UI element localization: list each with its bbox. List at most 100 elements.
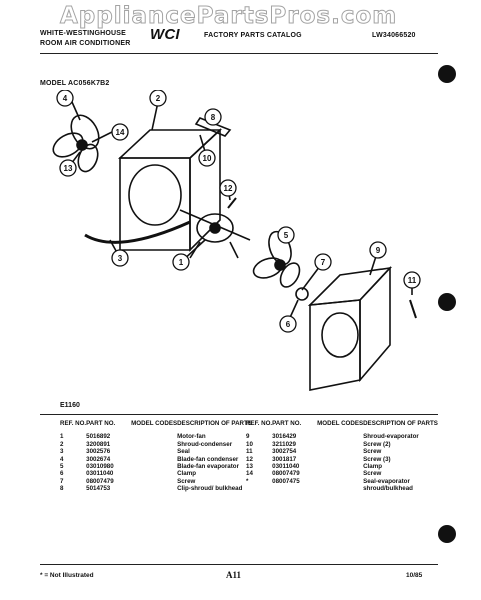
part-number: 03010980 [86,463,114,471]
callout-7: 7 [314,253,332,271]
screw-12-drawing [227,197,237,209]
svg-text:7: 7 [321,258,326,267]
part-description: Shroud-condenser [177,440,233,448]
part-ref-no: 10 [246,440,253,448]
part-number: 5014753 [86,485,111,493]
svg-text:14: 14 [116,128,125,137]
part-ref-no: 4 [60,455,64,463]
part-description: Seal-evaporator shroud/bulkhead [363,477,413,493]
part-description: Screw [363,448,382,456]
model-codes [131,478,177,485]
model-codes [131,448,177,455]
svg-text:1: 1 [179,258,184,267]
part-description: Shroud-evaporator [363,433,419,441]
part-ref-no: 9 [246,433,250,441]
condenser-shroud-opening [128,164,182,226]
col-ref-no: REF. NO. [60,420,87,427]
part-description: Clip-shroud/ bulkhead [177,485,243,493]
part-number: 3002754 [272,448,297,456]
model-codes [131,463,177,470]
brand-name: WHITE-WESTINGHOUSE [40,30,127,37]
col-ref-no: REF. NO. [246,420,273,427]
binder-hole-middle [438,293,456,311]
model-codes [317,456,363,463]
part-description: Clamp [177,470,197,478]
model-codes [317,478,363,493]
part-row: 11 3002754 Screw [246,448,438,455]
part-ref-no: 12 [246,455,253,463]
evaporator-blade-drawing [252,230,309,301]
table-divider [40,414,438,415]
parts-table-left: REF. NO. PART NO. MODEL CODES DESCRIPTIO… [60,420,252,493]
evaporator-shroud-side [359,265,391,383]
part-ref-no: 14 [246,470,253,478]
part-number: 3211029 [272,440,296,448]
part-number: 3001817 [272,455,297,463]
callout-9: 9 [369,241,387,259]
part-description: Screw (2) [363,440,391,448]
part-row: 14 08007479 Screw [246,470,438,477]
callout-6: 6 [279,315,297,333]
part-number: 3016429 [272,433,297,441]
part-description: Screw [363,470,382,478]
svg-text:3: 3 [118,254,123,263]
callout-14: 14 [111,123,129,141]
watermark: AppliancePartsPros.com [59,3,398,30]
model-codes [131,470,177,477]
part-ref-no: 13 [246,463,253,471]
svg-text:4: 4 [63,94,68,103]
part-number: 3002576 [86,448,111,456]
callout-2: 2 [149,90,167,107]
model-codes [131,433,177,440]
svg-text:11: 11 [408,276,417,285]
svg-text:12: 12 [224,184,233,193]
part-ref-no: 1 [60,433,64,441]
condenser-blade-drawing [52,114,100,173]
part-number: 08007475 [272,477,300,485]
svg-text:9: 9 [376,246,381,255]
callout-1: 1 [172,253,190,271]
part-number: 08007479 [272,470,300,478]
part-ref-no: 11 [246,448,253,456]
part-description: Clamp [363,463,383,471]
model-codes [131,485,177,492]
catalog-title: FACTORY PARTS CATALOG [204,32,302,39]
part-ref-no: 5 [60,463,64,471]
evaporator-shroud-top [307,266,393,307]
callout-5: 5 [277,226,295,244]
svg-text:10: 10 [203,154,212,163]
part-description: Blade-fan condenser [177,455,239,463]
model-codes [131,441,177,448]
model-codes [317,463,363,470]
part-description: Screw [177,477,196,485]
model-codes [317,448,363,455]
part-description: Motor-fan [177,433,206,441]
condenser-shroud-side [189,128,221,252]
page-number: A11 [226,570,242,580]
part-description: Seal [177,448,190,456]
svg-text:5: 5 [284,231,289,240]
part-row: 9 3016429 Shroud-evaporator [246,433,438,440]
part-number: 03011040 [272,463,300,471]
callout-11: 11 [403,271,421,289]
svg-text:6: 6 [286,320,291,329]
drawing-code: E1160 [60,402,80,409]
evaporator-shroud-opening [321,312,359,358]
model-codes [317,470,363,477]
clip-drawing [194,117,232,137]
part-row: 1 5016892 Motor-fan [60,433,252,440]
model-codes [317,433,363,440]
part-row: 10 3211029 Screw (2) [246,441,438,448]
part-number: 5016892 [86,433,111,441]
model-codes [131,456,177,463]
part-number: 08007479 [86,477,114,485]
not-illustrated-note: * = Not Illustrated [40,572,94,579]
